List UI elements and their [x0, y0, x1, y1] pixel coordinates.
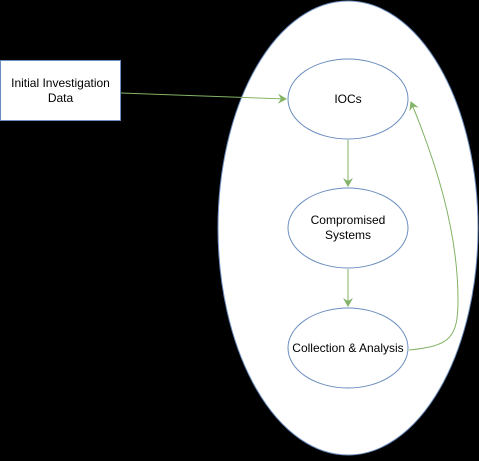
initial-data-box[interactable] [0, 60, 121, 121]
edge-collection-to-iocs [408, 101, 459, 351]
compromised-systems-node[interactable] [287, 187, 409, 269]
iocs-node[interactable] [287, 58, 409, 140]
edge-initial-to-iocs [120, 92, 287, 104]
collection-analysis-node[interactable] [287, 307, 409, 389]
